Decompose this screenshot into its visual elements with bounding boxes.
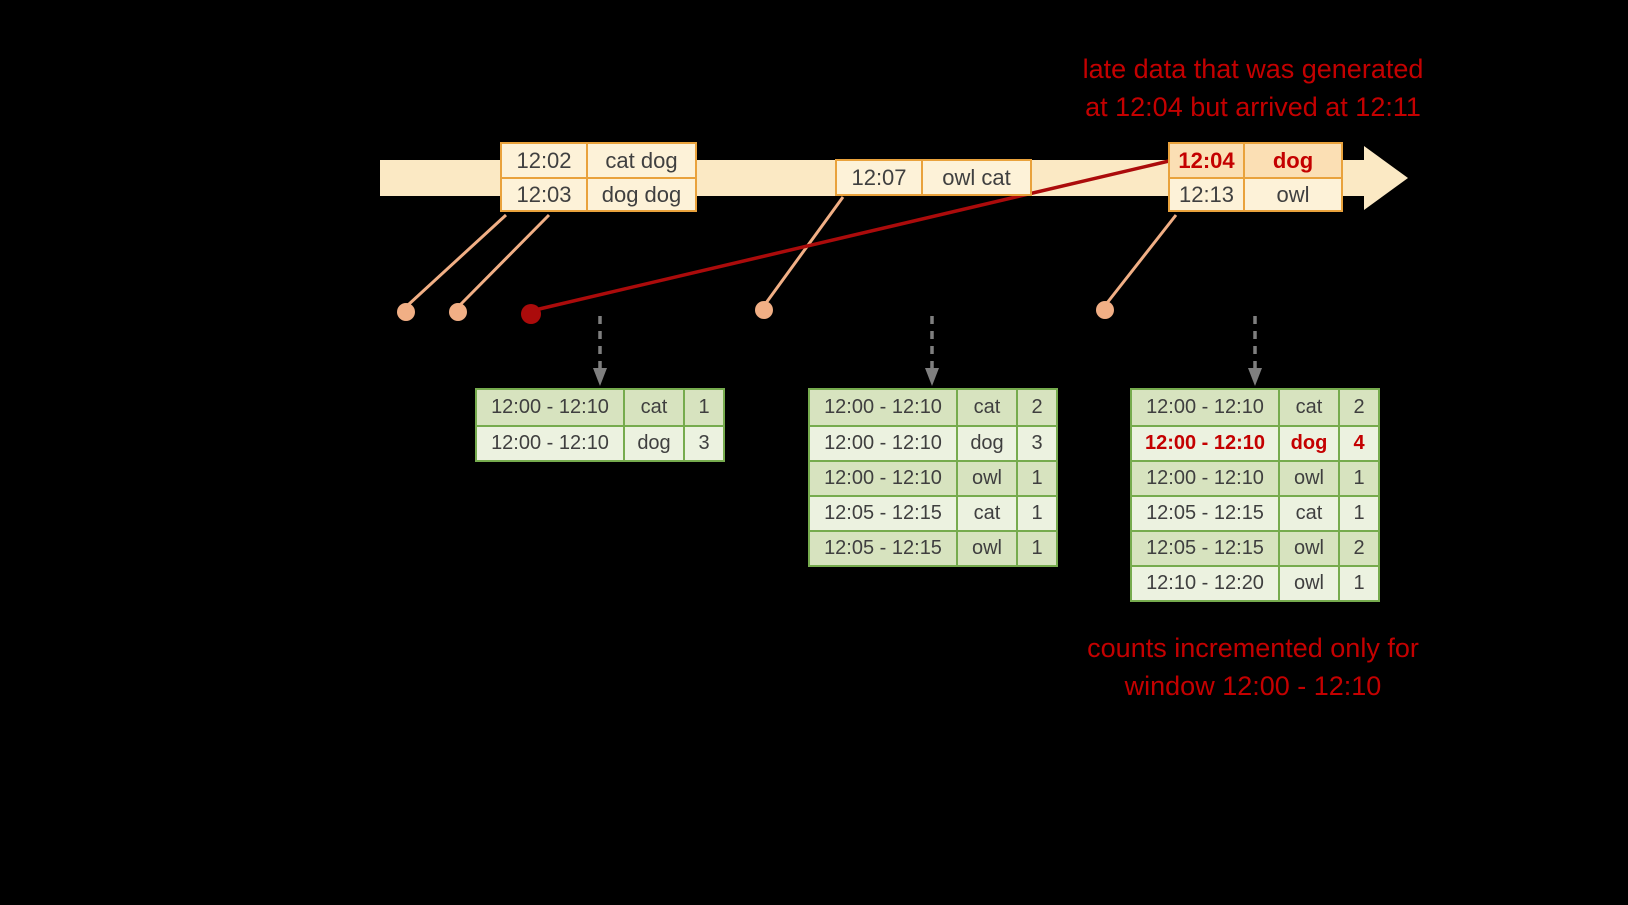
trigger-arrow-3-head (1248, 368, 1262, 386)
trigger-arrow-2-head (925, 368, 939, 386)
result-window: 12:00 - 12:10 (1146, 467, 1264, 489)
result-window: 12:00 - 12:10 (824, 467, 942, 489)
counts-annotation-line1: counts incremented only for (1087, 633, 1419, 663)
trigger-arrow-1-head (593, 368, 607, 386)
result-word: cat (1278, 390, 1338, 425)
result-window: 12:10 - 12:20 (1146, 572, 1264, 594)
result-window: 12:00 - 12:10 (1146, 396, 1264, 418)
trigger-arrow-1 (593, 316, 607, 386)
connector-dot-1203 (449, 303, 467, 321)
event-time: 12:02 (516, 147, 572, 173)
result-window: 12:00 - 12:10 (824, 396, 942, 418)
result-word: cat (623, 390, 683, 425)
result-count: 4 (1338, 427, 1378, 460)
result-window: 12:00 - 12:10 (491, 432, 609, 454)
result-word: owl (1278, 462, 1338, 495)
result-word: dog (623, 427, 683, 460)
result-word: owl (956, 532, 1016, 565)
event-time: 12:13 (1178, 181, 1235, 207)
result-count: 3 (683, 427, 723, 460)
event-words: dog dog (586, 179, 695, 210)
event-row-1213: 12:13 owl (1170, 177, 1341, 210)
result-word: owl (1278, 567, 1338, 600)
result-count: 2 (1338, 532, 1378, 565)
event-box-1202-1203: 12:02 cat dog 12:03 dog dog (500, 142, 697, 212)
late-data-annotation: late data that was generated at 12:04 bu… (1023, 50, 1483, 126)
event-time: 12:07 (851, 164, 907, 190)
result-word: owl (956, 462, 1016, 495)
event-row-1204: 12:04 dog (1170, 144, 1341, 177)
result-window: 12:00 - 12:10 (824, 432, 942, 454)
result-count: 2 (1338, 390, 1378, 425)
trigger-arrow-2 (925, 316, 939, 386)
event-row-1207: 12:07 owl cat (837, 161, 1030, 194)
result-count: 1 (1338, 567, 1378, 600)
result-window: 12:00 - 12:10 (491, 396, 609, 418)
result-count: 1 (1016, 497, 1056, 530)
result-window: 12:05 - 12:15 (824, 502, 942, 524)
result-word: dog (1278, 427, 1338, 460)
event-time: 12:04 (1178, 147, 1235, 173)
event-row-1203: 12:03 dog dog (502, 177, 695, 210)
result-window: 12:05 - 12:15 (1146, 537, 1264, 559)
result-count: 1 (1338, 497, 1378, 530)
connector-dot-1213 (1096, 301, 1114, 319)
result-word: dog (956, 427, 1016, 460)
event-box-1204-1213: 12:04 dog 12:13 owl (1168, 142, 1343, 212)
result-word: cat (956, 390, 1016, 425)
result-word: owl (1278, 532, 1338, 565)
trigger-arrow-3 (1248, 316, 1262, 386)
timeline-arrow-head (1364, 146, 1408, 210)
event-row-1202: 12:02 cat dog (502, 144, 695, 177)
result-window: 12:00 - 12:10 (1144, 432, 1266, 454)
event-words: owl cat (921, 161, 1030, 194)
event-box-1207: 12:07 owl cat (835, 159, 1032, 196)
late-data-annotation-line1: late data that was generated (1082, 54, 1424, 84)
result-window: 12:05 - 12:15 (824, 537, 942, 559)
counts-annotation-line2: window 12:00 - 12:10 (1124, 671, 1382, 701)
result-word: cat (1278, 497, 1338, 530)
connector-line-1207 (764, 196, 845, 304)
event-words: dog (1243, 144, 1341, 177)
result-count: 1 (1016, 462, 1056, 495)
connector-line-1203 (458, 213, 551, 307)
result-count: 2 (1016, 390, 1056, 425)
result-count: 3 (1016, 427, 1056, 460)
late-data-annotation-line2: at 12:04 but arrived at 12:11 (1085, 92, 1421, 122)
connector-dot-1207 (755, 301, 773, 319)
counts-annotation: counts incremented only for window 12:00… (1023, 629, 1483, 705)
result-count: 1 (1016, 532, 1056, 565)
result-count: 1 (1338, 462, 1378, 495)
event-words: owl (1243, 179, 1341, 210)
result-window: 12:05 - 12:15 (1146, 502, 1264, 524)
connector-dot-1202 (397, 303, 415, 321)
event-words: cat dog (586, 144, 695, 177)
late-data-dot (521, 304, 541, 324)
connector-line-1213 (1105, 214, 1178, 304)
result-count: 1 (683, 390, 723, 425)
event-time: 12:03 (516, 181, 572, 207)
connector-line-1202 (406, 213, 508, 307)
result-word: cat (956, 497, 1016, 530)
